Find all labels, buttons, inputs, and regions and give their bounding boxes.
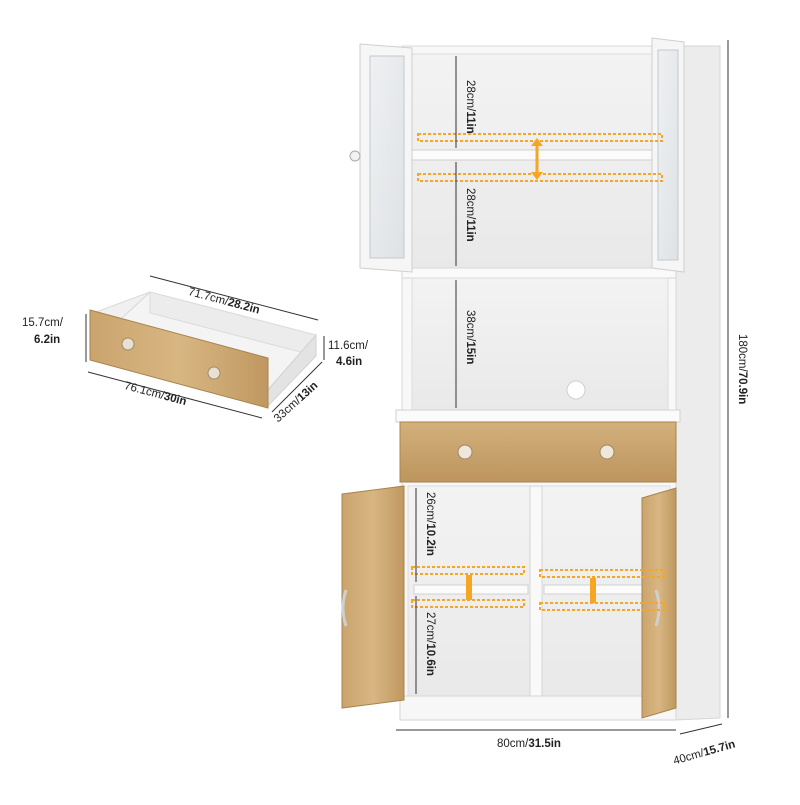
drawer-knob-left-icon xyxy=(457,444,473,460)
drawer-inner-height-label: 11.6cm/ xyxy=(328,340,368,352)
adjust-arrow-icon xyxy=(590,578,596,603)
lower-bottom-compartment-cm: 27cm/ xyxy=(424,612,436,644)
door-handle-right-icon xyxy=(654,589,661,627)
drawer-illustration xyxy=(85,275,325,419)
drawer-front-height-label: 15.7cm/ xyxy=(22,317,63,329)
total-height-in: 70.9in xyxy=(736,371,748,405)
drawer-knob-left-icon xyxy=(121,337,135,351)
cabinet-width-in: 31.5in xyxy=(528,738,561,750)
lower-upper-compartment-label: 26cm/10.2in xyxy=(424,492,436,556)
drawer-knob-right-icon xyxy=(599,444,615,460)
shelf-adjust-indicators xyxy=(411,133,665,611)
lower-upper-compartment-in: 10.2in xyxy=(424,523,436,556)
drawer-knob-right-icon xyxy=(207,366,221,380)
total-height-label: 180cm/70.9in xyxy=(736,334,748,404)
hutch-bottom-shelf-cm: 28cm/ xyxy=(464,188,476,220)
drawer-inner-height-cm: 11.6cm/ xyxy=(328,340,369,352)
total-height-cm: 180cm/ xyxy=(736,334,748,372)
hutch-bottom-shelf-label: 28cm/11in xyxy=(464,188,476,242)
open-shelf-label: 38cm/15in xyxy=(464,310,476,364)
cabinet-width-cm: 80cm/ xyxy=(497,738,529,750)
drawer-front-height-cm: 15.7cm/ xyxy=(22,317,63,329)
lower-bottom-compartment-label: 27cm/10.6in xyxy=(424,612,436,676)
drawer-inner-height-in: 4.6in xyxy=(336,356,363,368)
hutch-top-shelf-cm: 28cm/ xyxy=(464,80,476,112)
cable-hole-icon xyxy=(566,380,586,400)
cabinet-width-label: 80cm/31.5in xyxy=(497,738,561,750)
lower-upper-compartment-cm: 26cm/ xyxy=(424,492,436,524)
hutch-top-shelf-label: 28cm/11in xyxy=(464,80,476,134)
drawer-front-height-in-label: 6.2in xyxy=(34,334,60,346)
dimension-lines xyxy=(396,40,729,735)
open-shelf-in: 15in xyxy=(464,341,476,365)
hutch-top-shelf-in: 11in xyxy=(464,111,476,134)
lower-bottom-compartment-in: 10.6in xyxy=(424,643,436,676)
hutch-bottom-shelf-in: 11in xyxy=(464,219,476,242)
drawer-front-height-in: 6.2in xyxy=(34,334,61,346)
door-handle-left-icon xyxy=(341,589,348,627)
open-shelf-cm: 38cm/ xyxy=(464,310,476,342)
door-knob-icon xyxy=(349,150,361,162)
adjust-arrow-icon xyxy=(466,575,472,600)
drawer-inner-height-in-label: 4.6in xyxy=(336,356,362,368)
